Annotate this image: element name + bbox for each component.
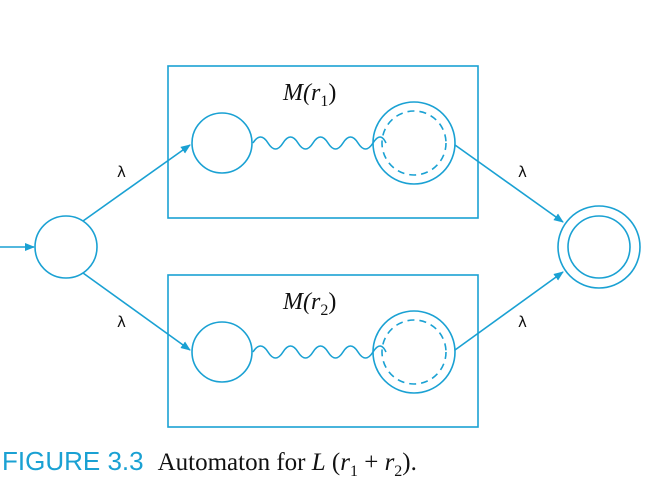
edge-label-m2-final: λ [518,313,527,331]
m1-start-state [191,112,253,174]
final-state [557,205,641,289]
figure-label: FIGURE 3.3 [2,446,144,476]
m2-wavy-path [252,345,387,359]
machine-box-r2 [167,274,479,428]
automaton-diagram: M(r1) M(r2) λ λ λ λ [0,65,641,428]
edge-label-initial-m1: λ [117,163,126,181]
final-state-inner [567,215,631,279]
m1-final-state-inner [381,110,447,176]
m1-wavy-path [252,136,387,150]
m2-start-state [191,321,253,383]
figure-caption-text: Automaton for L (r1 + r2). [157,449,417,480]
edge-m1-to-final [454,144,564,223]
edge-m2-to-final [454,271,564,351]
edge-initial-to-m1 [82,144,191,222]
m2-final-state-inner [381,319,447,385]
machine-box-r1 [167,65,479,219]
machine-label-r1: M(r1) [282,80,336,110]
initial-state [34,215,98,279]
edge-label-initial-m2: λ [117,313,126,331]
figure-caption: FIGURE 3.3 Automaton for L (r1 + r2). [2,446,417,486]
edge-label-m1-final: λ [518,163,527,181]
edge-initial-to-m2 [82,272,191,351]
machine-label-r2: M(r2) [282,289,336,319]
